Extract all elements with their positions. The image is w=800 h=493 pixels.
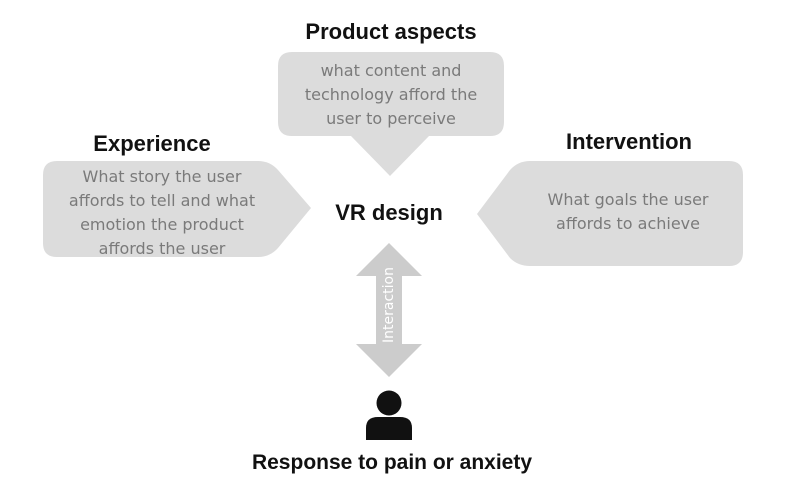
vr-design-label: VR design [335, 200, 443, 225]
interaction-label: Interaction [381, 267, 397, 343]
intervention-description: What goals the user affords to achieve [548, 188, 709, 236]
response-label: Response to pain or anxiety [251, 451, 533, 474]
experience-description: What story the user affords to tell and … [69, 165, 255, 261]
product-aspects-title: Product aspects [305, 19, 477, 44]
experience-line: What story the user [82, 167, 242, 186]
experience-title: Experience [93, 131, 211, 156]
intervention-line: What goals the user [547, 190, 709, 209]
product-aspects-description: what content and technology afford the u… [305, 59, 477, 131]
person-icon [366, 390, 412, 440]
intervention-title: Intervention [566, 129, 692, 154]
experience-callout [43, 161, 311, 257]
product-aspects-line: user to perceive [326, 109, 456, 128]
experience-line: emotion the product [80, 215, 244, 234]
product-aspects-line: technology afford the [304, 85, 478, 104]
experience-line: affords the user [98, 239, 226, 258]
intervention-callout [477, 161, 743, 266]
intervention-line: affords to achieve [556, 214, 700, 233]
product-aspects-line: what content and [320, 61, 462, 80]
product-aspects-callout [278, 52, 504, 176]
experience-line: affords to tell and what [68, 191, 256, 210]
interaction-arrow [356, 243, 422, 377]
